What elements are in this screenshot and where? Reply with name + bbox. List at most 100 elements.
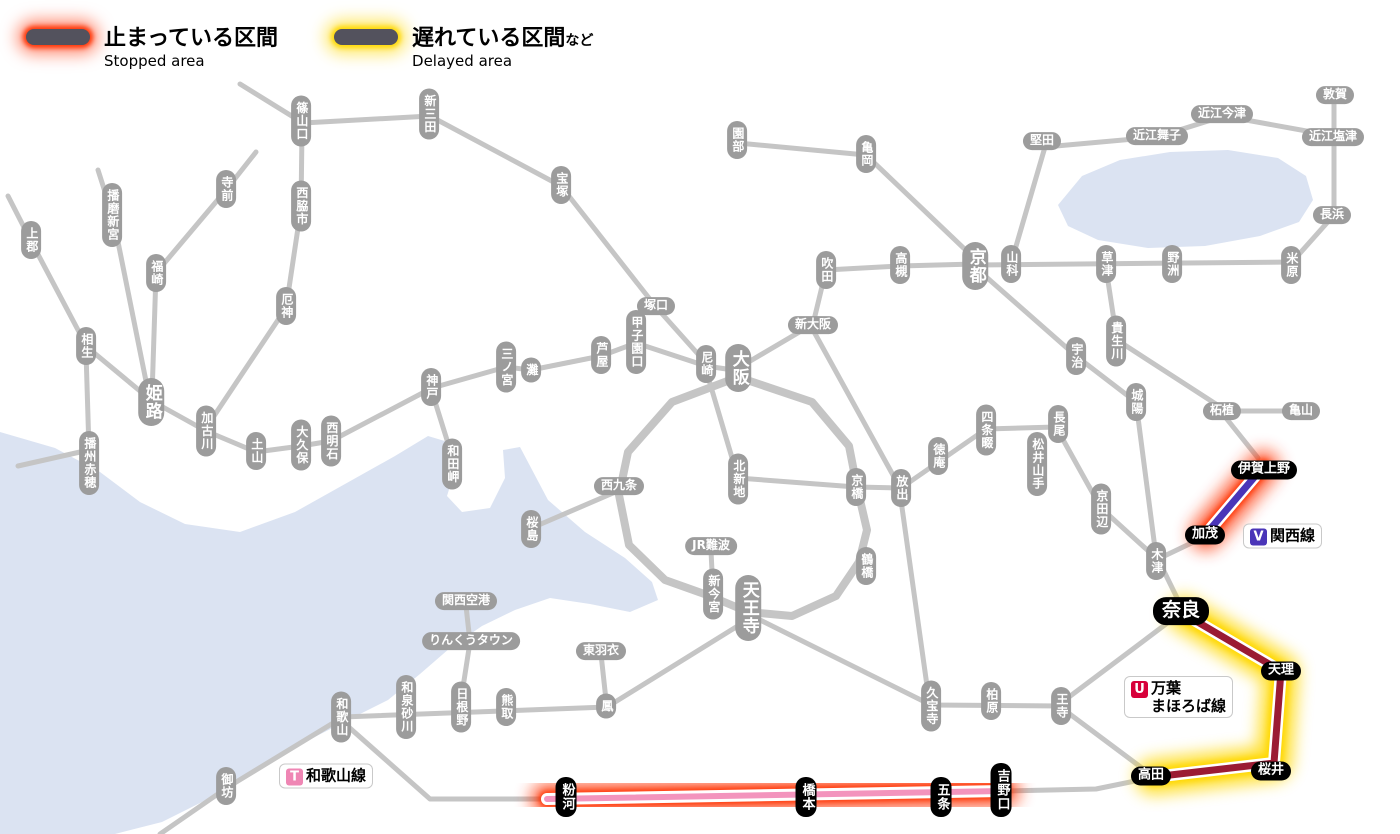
- station-土山: 土山: [246, 432, 266, 470]
- station-徳庵: 徳庵: [928, 437, 948, 475]
- station-西九条: 西九条: [593, 477, 645, 495]
- station-草津: 草津: [1096, 245, 1116, 283]
- station-天理: 天理: [1260, 661, 1302, 681]
- station-城陽: 城陽: [1126, 383, 1146, 421]
- station-高田: 高田: [1130, 766, 1172, 786]
- station-近江舞子: 近江舞子: [1125, 127, 1189, 145]
- station-柘植: 柘植: [1202, 402, 1242, 420]
- station-上郡: 上郡: [21, 221, 41, 259]
- line-symbol-T: T: [286, 768, 303, 786]
- station-厄神: 厄神: [276, 287, 296, 325]
- station-京田辺: 京田辺: [1091, 483, 1111, 535]
- rail-sanyo-west: [5, 193, 155, 404]
- legend-delayed-title-main: 遅れている区間: [412, 26, 566, 51]
- station-北新地: 北新地: [728, 453, 748, 505]
- station-灘: 灘: [521, 357, 541, 383]
- station-神戸: 神戸: [421, 368, 441, 406]
- station-新三田: 新三田: [419, 88, 439, 140]
- legend-stopped: 止まっている区間 Stopped area: [26, 20, 278, 70]
- line-symbol-U: U: [1131, 681, 1148, 698]
- station-新今宮: 新今宮: [703, 568, 723, 620]
- station-野洲: 野洲: [1162, 245, 1182, 283]
- rail-biwako-line: [973, 259, 1296, 268]
- station-天王寺: 天王寺: [735, 575, 761, 641]
- delayed-segment-manyo-mahoroba[interactable]: [1135, 596, 1299, 795]
- station-桜井: 桜井: [1250, 761, 1292, 781]
- stopped-area-swatch: [26, 29, 90, 45]
- station-大久保: 大久保: [291, 419, 311, 471]
- station-西脇市: 西脇市: [291, 180, 311, 232]
- rail-nara-line: [973, 265, 1159, 559]
- station-粉河: 粉河: [555, 777, 577, 817]
- station-長尾: 長尾: [1048, 405, 1068, 443]
- station-甲子園口: 甲子園口: [626, 310, 646, 374]
- station-福崎: 福崎: [146, 254, 166, 292]
- station-熊取: 熊取: [496, 688, 516, 726]
- station-播磨新宮: 播磨新宮: [102, 183, 122, 247]
- station-篠山口: 篠山口: [291, 95, 311, 147]
- station-近江今津: 近江今津: [1190, 105, 1254, 123]
- station-園部: 園部: [727, 121, 747, 159]
- station-伊賀上野: 伊賀上野: [1230, 460, 1298, 480]
- station-京都: 京都: [962, 242, 988, 290]
- station-JR難波: JR難波: [685, 537, 737, 555]
- station-和歌山: 和歌山: [331, 691, 351, 743]
- line-label-text: 和歌山線: [306, 766, 367, 785]
- rail-kakogawa-line: [203, 127, 305, 431]
- station-和泉砂川: 和泉砂川: [396, 675, 416, 739]
- station-吉野口: 吉野口: [990, 763, 1012, 817]
- water-lake-biwa: [1058, 150, 1313, 248]
- line-label-text: 関西線: [1270, 526, 1316, 545]
- rail-yumesaki-line: [531, 487, 623, 530]
- station-宝塚: 宝塚: [551, 166, 571, 204]
- station-関西空港: 関西空港: [434, 592, 498, 610]
- rail-osaka-higashi-line: [810, 327, 932, 703]
- station-貴生川: 貴生川: [1106, 315, 1126, 367]
- station-敦賀: 敦賀: [1315, 86, 1355, 104]
- station-相生: 相生: [76, 327, 96, 365]
- water-layer: [0, 150, 1313, 834]
- legend-stopped-title: 止まっている区間: [104, 26, 279, 51]
- rail-hagoromo-line: [598, 651, 609, 703]
- station-亀岡: 亀岡: [856, 135, 876, 173]
- station-和田岬: 和田岬: [442, 438, 462, 490]
- stopped-segment-wakayama-line[interactable]: [530, 774, 1020, 816]
- station-亀山: 亀山: [1281, 402, 1321, 420]
- station-五条: 五条: [930, 777, 952, 817]
- legend-delayed-title-suffix: など: [565, 33, 594, 49]
- station-尼崎: 尼崎: [696, 345, 716, 383]
- station-りんくうタウン: りんくうタウン: [422, 632, 520, 650]
- rail-oji-takada: [1060, 706, 1153, 777]
- rail-tsuge-iga: [1223, 415, 1261, 461]
- station-東羽衣: 東羽衣: [575, 642, 627, 660]
- station-桜島: 桜島: [521, 510, 541, 548]
- station-放出: 放出: [891, 469, 911, 507]
- station-柏原: 柏原: [981, 682, 1001, 720]
- station-吹田: 吹田: [816, 251, 836, 289]
- station-姫路: 姫路: [138, 378, 164, 426]
- station-高槻: 高槻: [890, 246, 910, 284]
- station-橋本: 橋本: [795, 777, 817, 817]
- rail-yoshinoguchi-takada: [1000, 775, 1153, 794]
- station-播州赤穂: 播州赤穂: [79, 431, 99, 495]
- station-長浜: 長浜: [1312, 206, 1352, 224]
- station-四条畷: 四条畷: [976, 404, 996, 456]
- rail-kyoto-line: [737, 261, 978, 370]
- rail-oji-nara: [1058, 609, 1185, 706]
- rail-yamatoji-line: [747, 612, 1064, 709]
- station-日根野: 日根野: [451, 681, 471, 733]
- station-新大阪: 新大阪: [787, 316, 839, 334]
- station-塚口: 塚口: [636, 297, 676, 315]
- station-加古川: 加古川: [196, 405, 216, 457]
- legend-delayed-title: 遅れている区間など: [412, 20, 593, 52]
- station-芦屋: 芦屋: [591, 336, 611, 374]
- legend-stopped-subtitle: Stopped area: [104, 52, 205, 70]
- station-松井山手: 松井山手: [1027, 432, 1047, 496]
- station-久宝寺: 久宝寺: [921, 680, 941, 732]
- water-osaka-bay: [0, 432, 658, 834]
- rail-bantan-line: [149, 149, 259, 399]
